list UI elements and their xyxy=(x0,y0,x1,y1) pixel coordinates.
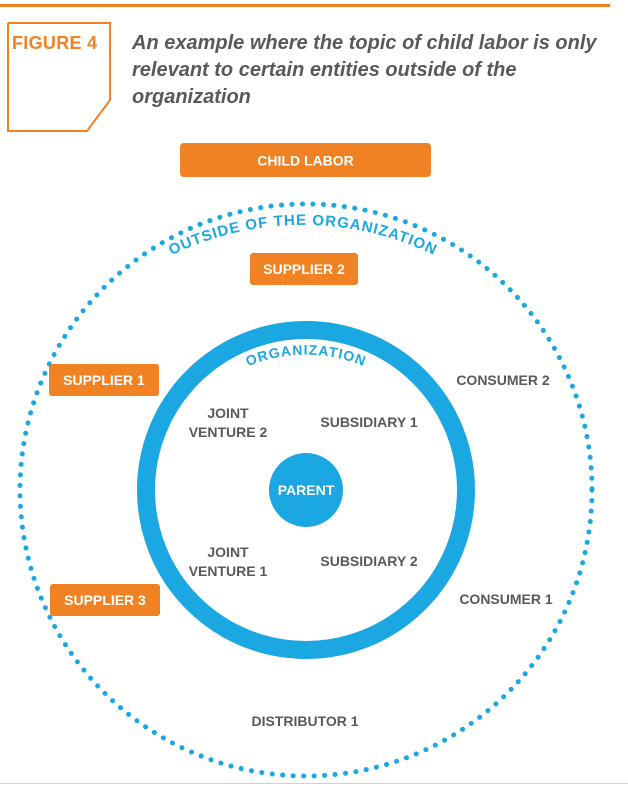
top-divider xyxy=(0,4,610,7)
organization-label: ORGANIZATION xyxy=(243,342,368,369)
topic-label: CHILD LABOR xyxy=(257,153,353,169)
svg-text:SUPPLIER 1: SUPPLIER 1 xyxy=(63,372,145,388)
supplier-2: SUPPLIER 2 xyxy=(250,253,358,285)
svg-text:SUPPLIER 3: SUPPLIER 3 xyxy=(64,592,146,608)
subsidiary-2-label: SUBSIDIARY 2 xyxy=(320,553,417,569)
supplier-3: SUPPLIER 3 xyxy=(50,584,160,616)
figure-label: FIGURE 4 xyxy=(12,33,98,53)
consumer-1-label: CONSUMER 1 xyxy=(459,591,553,607)
parent-node: PARENT xyxy=(269,453,343,527)
consumer-2-label: CONSUMER 2 xyxy=(456,372,550,388)
distributor-1-label: DISTRIBUTOR 1 xyxy=(251,713,358,729)
bottom-divider xyxy=(0,783,628,784)
supplier-1: SUPPLIER 1 xyxy=(49,364,159,396)
organization-ring xyxy=(137,321,475,659)
subsidiary-1-label: SUBSIDIARY 1 xyxy=(320,414,417,430)
joint-venture-2-line1: JOINT xyxy=(207,405,249,421)
parent-label: PARENT xyxy=(278,482,335,498)
joint-venture-2-line2: VENTURE 2 xyxy=(189,424,268,440)
outside-organization-ring xyxy=(17,201,595,779)
topic-child-labor: CHILD LABOR xyxy=(180,143,431,177)
figure-box-outline xyxy=(7,22,111,132)
joint-venture-1-line1: JOINT xyxy=(207,544,249,560)
figure-label-box: FIGURE 4 xyxy=(7,22,117,132)
joint-venture-1-line2: VENTURE 1 xyxy=(189,563,268,579)
outside-organization-label: OUTSIDE OF THE ORGANIZATION xyxy=(166,212,440,259)
svg-text:SUPPLIER 2: SUPPLIER 2 xyxy=(263,261,345,277)
figure-title: An example where the topic of child labo… xyxy=(132,32,597,108)
